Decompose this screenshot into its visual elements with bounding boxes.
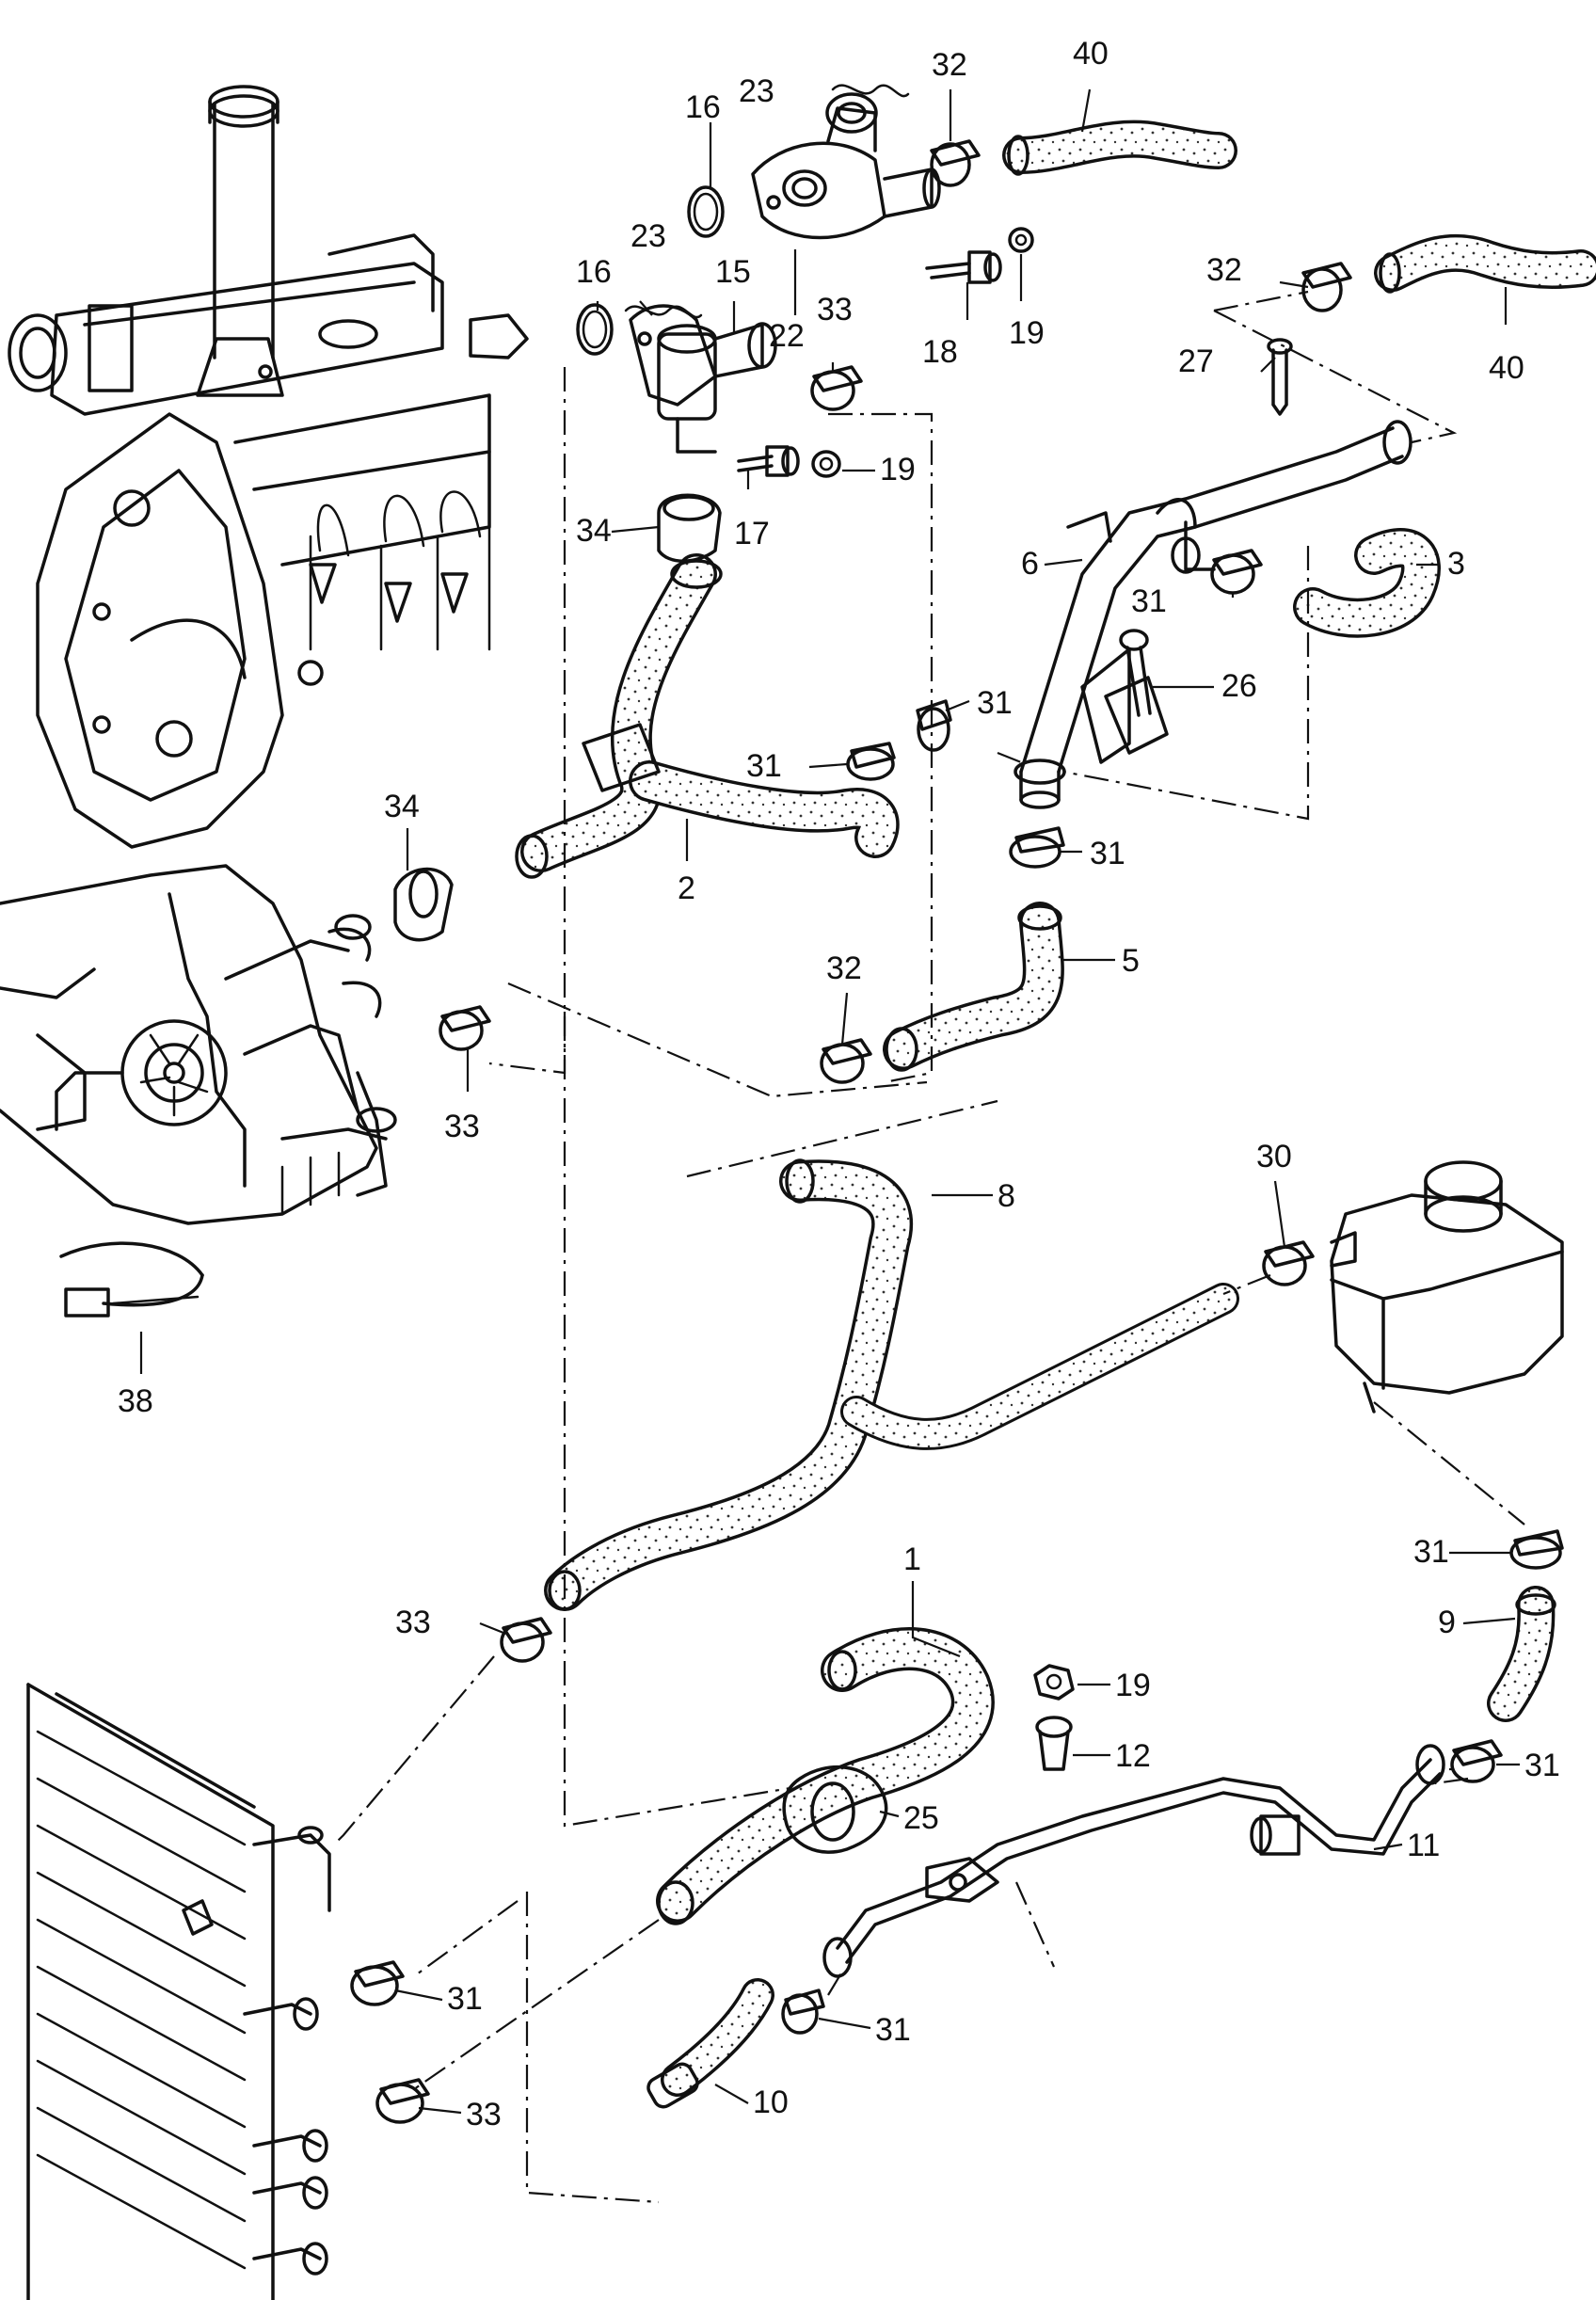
- part-label: 33: [466, 2097, 502, 2132]
- part-label: 5: [1122, 943, 1140, 979]
- seal-wave-23-lower: [624, 305, 703, 319]
- hose-clamp-33-bottom[interactable]: [375, 2078, 430, 2124]
- bolt-26[interactable]: [1119, 629, 1152, 717]
- hose-clamp-33-top[interactable]: [810, 365, 863, 411]
- part-label: 17: [734, 516, 770, 551]
- part-label: 19: [1115, 1668, 1151, 1703]
- hose-8[interactable]: [544, 1158, 1239, 1611]
- part-label: 34: [384, 789, 420, 824]
- part-label: 33: [444, 1109, 480, 1144]
- nut-19-lower[interactable]: [1033, 1664, 1075, 1701]
- sensor-18[interactable]: [925, 250, 1002, 284]
- hose-clamp-32-right[interactable]: [1301, 262, 1352, 312]
- grommet-12[interactable]: [1035, 1716, 1073, 1771]
- nut-19-upper[interactable]: [1008, 227, 1034, 253]
- seal-wave-23-upper: [831, 84, 910, 98]
- part-label: 33: [817, 292, 853, 327]
- engine-block: [0, 85, 529, 1225]
- part-label: 8: [998, 1178, 1015, 1214]
- o-ring-16-lower[interactable]: [576, 303, 614, 356]
- part-labels: 23 16 32 40 23 16 15 33 22 18 19 32 40 2…: [118, 36, 1560, 2132]
- part-label: 27: [1178, 343, 1214, 379]
- bolt-27[interactable]: [1267, 338, 1293, 416]
- part-label: 16: [685, 89, 721, 125]
- part-label: 32: [932, 47, 967, 83]
- hose-clamp-31-7[interactable]: [350, 1960, 405, 2006]
- radiator[interactable]: [26, 1683, 331, 2300]
- hose-bracket-34-top[interactable]: [657, 493, 722, 563]
- part-label: 22: [769, 318, 805, 354]
- hose-clamp-31-3[interactable]: [846, 742, 896, 781]
- hose-10[interactable]: [645, 1978, 774, 2110]
- part-label: 32: [826, 950, 862, 986]
- nut-19-middle[interactable]: [811, 450, 841, 478]
- hose-clamp-33-left[interactable]: [439, 1005, 491, 1051]
- hose-clamp-31-5[interactable]: [1509, 1529, 1564, 1570]
- hose-40-lower[interactable]: [1374, 233, 1596, 294]
- part-label: 31: [1090, 836, 1125, 871]
- coolant-flange-15[interactable]: [629, 304, 777, 454]
- part-label: 19: [880, 452, 916, 487]
- hose-5[interactable]: [883, 902, 1064, 1072]
- part-label: 12: [1115, 1738, 1151, 1774]
- hose-9[interactable]: [1487, 1586, 1556, 1722]
- hose-2[interactable]: [515, 553, 900, 879]
- part-label: 31: [1413, 1534, 1449, 1570]
- hose-clamp-33-lower[interactable]: [500, 1617, 552, 1663]
- hose-clamp-31-8[interactable]: [781, 1989, 825, 2035]
- part-label: 23: [739, 73, 774, 109]
- assembly-guide-lines: [333, 290, 1525, 2204]
- part-label: 15: [715, 254, 751, 290]
- hose-3[interactable]: [1293, 528, 1441, 638]
- part-label: 3: [1447, 546, 1465, 582]
- part-label: 32: [1206, 252, 1242, 288]
- part-label: 38: [118, 1383, 153, 1419]
- part-label: 1: [903, 1541, 921, 1577]
- part-label: 11: [1407, 1828, 1440, 1863]
- hose-clamp-31-6[interactable]: [1450, 1739, 1503, 1783]
- leader-lines: [139, 88, 1520, 2115]
- hose-1[interactable]: [656, 1627, 995, 1925]
- part-label: 40: [1489, 350, 1524, 386]
- hose-clamp-30[interactable]: [1262, 1240, 1315, 1286]
- hose-clamp-31-2[interactable]: [916, 699, 952, 752]
- coolant-pipe-6[interactable]: [1013, 420, 1412, 809]
- coolant-pipe-11[interactable]: [822, 1744, 1445, 1978]
- expansion-tank[interactable]: [1330, 1160, 1564, 1414]
- part-label: 10: [753, 2084, 789, 2120]
- hose-clamp-32-middle[interactable]: [820, 1038, 872, 1084]
- part-label: 33: [395, 1605, 431, 1640]
- part-label: 18: [922, 334, 958, 370]
- hose-bracket-34-left[interactable]: [393, 868, 454, 942]
- part-label: 6: [1021, 546, 1039, 582]
- o-ring-16-upper[interactable]: [687, 185, 725, 238]
- part-label: 31: [1524, 1748, 1560, 1783]
- sensor-17[interactable]: [737, 445, 800, 477]
- part-label: 2: [678, 870, 695, 906]
- hose-clamp-31-4[interactable]: [1009, 826, 1065, 869]
- part-label: 40: [1073, 36, 1109, 72]
- part-label: 31: [447, 1981, 483, 2017]
- part-label: 25: [903, 1800, 939, 1836]
- part-label: 9: [1438, 1605, 1456, 1640]
- sleeve-25[interactable]: [782, 1765, 888, 1854]
- hose-clamp-32-top[interactable]: [930, 139, 981, 187]
- part-label: 26: [1221, 668, 1257, 704]
- cable-tie-38[interactable]: [59, 1241, 204, 1318]
- coolant-flange-22[interactable]: [751, 92, 941, 240]
- hose-clamp-31-1[interactable]: [1210, 549, 1263, 595]
- part-label: 31: [1131, 583, 1167, 619]
- part-label: 16: [576, 254, 612, 290]
- part-label: 19: [1009, 315, 1045, 351]
- part-label: 31: [977, 685, 1013, 721]
- part-label: 31: [875, 2012, 911, 2048]
- hose-40-upper[interactable]: [1002, 120, 1237, 176]
- part-label: 34: [576, 513, 612, 549]
- part-label: 30: [1256, 1139, 1292, 1174]
- part-label: 31: [746, 748, 782, 784]
- part-label: 23: [630, 218, 666, 254]
